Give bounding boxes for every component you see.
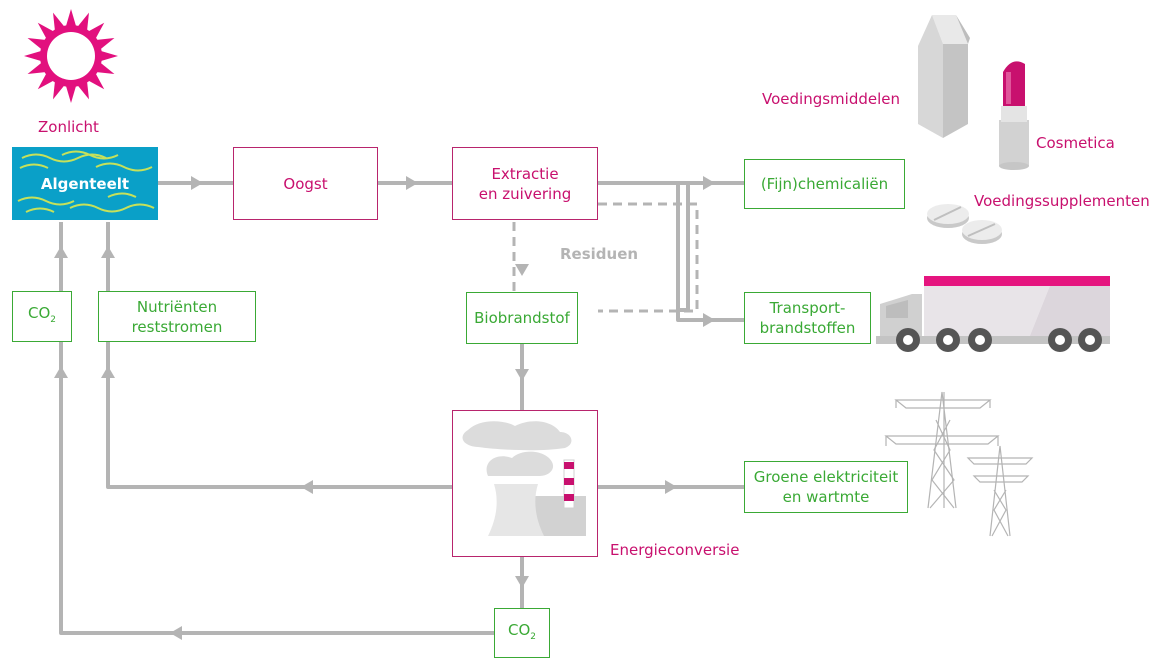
chemicals-label: (Fijn)chemicaliën: [760, 175, 889, 193]
pills-icon: [927, 204, 1002, 244]
algae-cultivation-box: Algenteelt: [12, 147, 158, 220]
flow-line-to-transport: [676, 183, 744, 322]
energy-conversion-label: Energieconversie: [610, 541, 740, 559]
cosmetics-label: Cosmetica: [1036, 134, 1115, 152]
electricity-label-line1: Groene elektriciteit: [753, 468, 899, 486]
arrow-right-icon: [703, 176, 715, 190]
co2-label: CO: [507, 620, 531, 639]
sun-label: Zonlicht: [38, 118, 99, 136]
arrow-up-icon: [54, 366, 68, 378]
arrow-left-icon: [301, 480, 313, 494]
biofuel-label: Biobrandstof: [474, 309, 570, 327]
power-plant-icon: [462, 421, 586, 536]
arrow-right-icon: [406, 176, 418, 190]
flow-arrows: [54, 176, 715, 640]
arrow-right-icon: [665, 480, 677, 494]
dashed-residue-chemicals: [598, 202, 699, 313]
co2-subscript: 2: [50, 315, 56, 325]
truck-icon: [876, 276, 1110, 352]
extraction-label-line1: Extractie: [491, 164, 559, 183]
electricity-box: Groene elektriciteit en wartmte: [744, 461, 908, 513]
nutrients-label-line2: reststromen: [131, 317, 223, 336]
arrow-right-icon: [703, 313, 715, 327]
arrow-down-icon: [515, 264, 529, 276]
biofuel-box: Biobrandstof: [466, 292, 578, 344]
supplements-label: Voedingssupplementen: [974, 192, 1150, 210]
arrow-down-icon: [515, 369, 529, 381]
extraction-label-line2: en zuivering: [478, 184, 572, 203]
co2-subscript: 2: [530, 631, 536, 642]
transport-fuel-box: Transport- brandstoffen: [744, 292, 871, 344]
co2-label: CO: [27, 304, 51, 322]
harvest-label: Oogst: [283, 174, 328, 193]
residues-label: Residuen: [560, 245, 639, 263]
arrow-up-icon: [54, 246, 68, 258]
extraction-box: Extractie en zuivering: [452, 147, 598, 220]
milk-carton-icon: [918, 15, 970, 138]
arrow-up-icon: [101, 366, 115, 378]
arrow-right-icon: [191, 176, 203, 190]
co2-box-bottom: CO2: [494, 608, 550, 658]
transport-label-line1: Transport-: [769, 299, 846, 317]
algae-cultivation-label: Algenteelt: [40, 174, 130, 193]
nutrients-label-line1: Nutriënten: [136, 297, 218, 316]
flow-line-energy-nutrients: [106, 342, 452, 489]
harvest-box: Oogst: [233, 147, 378, 220]
chemicals-box: (Fijn)chemicaliën: [744, 159, 905, 209]
arrow-left-icon: [170, 626, 182, 640]
lipstick-icon: [999, 61, 1029, 170]
arrow-down-icon: [515, 576, 529, 588]
residue-dashed-lines: [512, 202, 699, 313]
flow-line-co2-loop: [59, 342, 494, 635]
power-pylon-icon: [884, 391, 1034, 537]
arrow-up-icon: [101, 246, 115, 258]
food-label: Voedingsmiddelen: [762, 90, 900, 108]
energy-conversion-box: [452, 410, 598, 557]
flow-lines: [59, 181, 744, 635]
transport-label-line2: brandstoffen: [759, 319, 856, 337]
co2-box-left: CO2: [12, 291, 72, 342]
algae-tile-icon: [12, 147, 158, 220]
sun-icon: [24, 9, 118, 103]
electricity-label-line2: en wartmte: [782, 488, 870, 506]
nutrients-box: Nutriënten reststromen: [98, 291, 256, 342]
